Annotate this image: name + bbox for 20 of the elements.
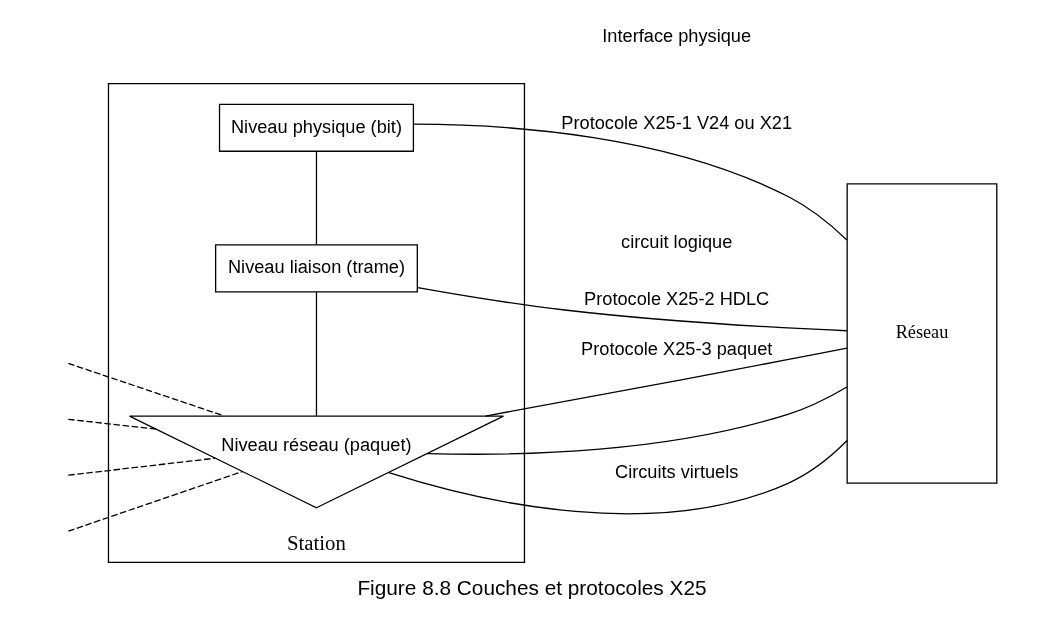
edge-label: Protocole X25-3 paquet	[581, 338, 773, 359]
edge-label: Circuits virtuels	[615, 462, 739, 483]
connector	[426, 386, 848, 455]
label: Interface physique	[602, 25, 752, 46]
edge-label: Protocole X25-1 V24 ou X21	[561, 113, 793, 134]
connector	[412, 123, 848, 241]
connector	[388, 439, 848, 515]
node-box: Niveau liaison (trame)	[214, 244, 418, 293]
connector	[67, 418, 157, 430]
connector	[315, 291, 318, 417]
connector	[315, 150, 318, 246]
connector	[67, 457, 216, 476]
caption: Figure 8.8 Couches et protocoles X25	[357, 575, 707, 599]
connector	[485, 347, 848, 417]
node-box: Niveau physique (bit)	[218, 103, 415, 152]
node-box: Réseau	[846, 183, 998, 484]
edge-label: Protocole X25-2 HDLC	[584, 289, 770, 310]
connector	[67, 470, 243, 532]
label: circuit logique	[621, 232, 733, 253]
connector	[417, 286, 848, 332]
